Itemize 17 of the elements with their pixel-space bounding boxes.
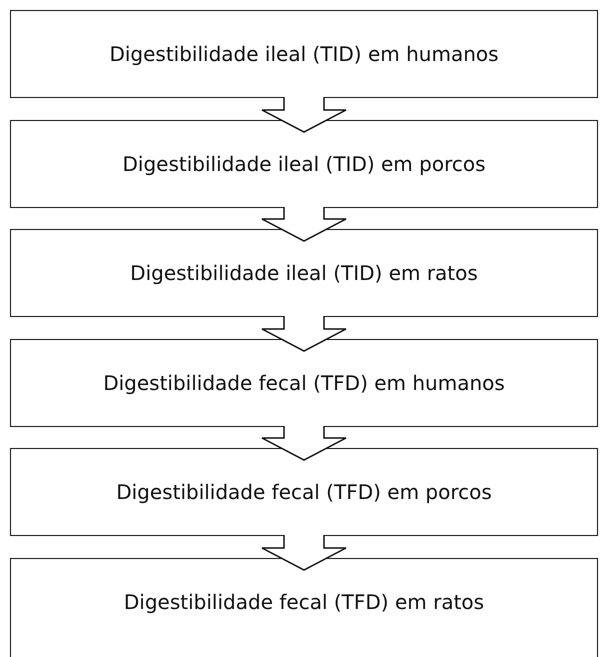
box-label: Digestibilidade ileal (TID) em humanos — [108, 42, 500, 66]
process-box — [10, 229, 598, 317]
block-arrow — [261, 96, 347, 133]
process-box — [10, 558, 598, 657]
block-arrow — [261, 206, 347, 242]
box-label: Digestibilidade ileal (TID) em porcos — [121, 152, 487, 176]
process-box — [10, 448, 598, 536]
box-label: Digestibilidade fecal (TFD) em humanos — [102, 370, 506, 394]
block-arrow — [261, 534, 347, 571]
block-arrow — [261, 315, 347, 352]
box-label: Digestibilidade ileal (TID) em ratos — [129, 260, 479, 284]
box-label: Digestibilidade fecal (TFD) em ratos — [122, 590, 486, 614]
process-box — [10, 120, 598, 208]
process-box — [10, 339, 598, 427]
box-label: Digestibilidade fecal (TFD) em porcos — [115, 480, 493, 504]
process-box — [10, 10, 598, 98]
block-arrow — [261, 425, 347, 461]
